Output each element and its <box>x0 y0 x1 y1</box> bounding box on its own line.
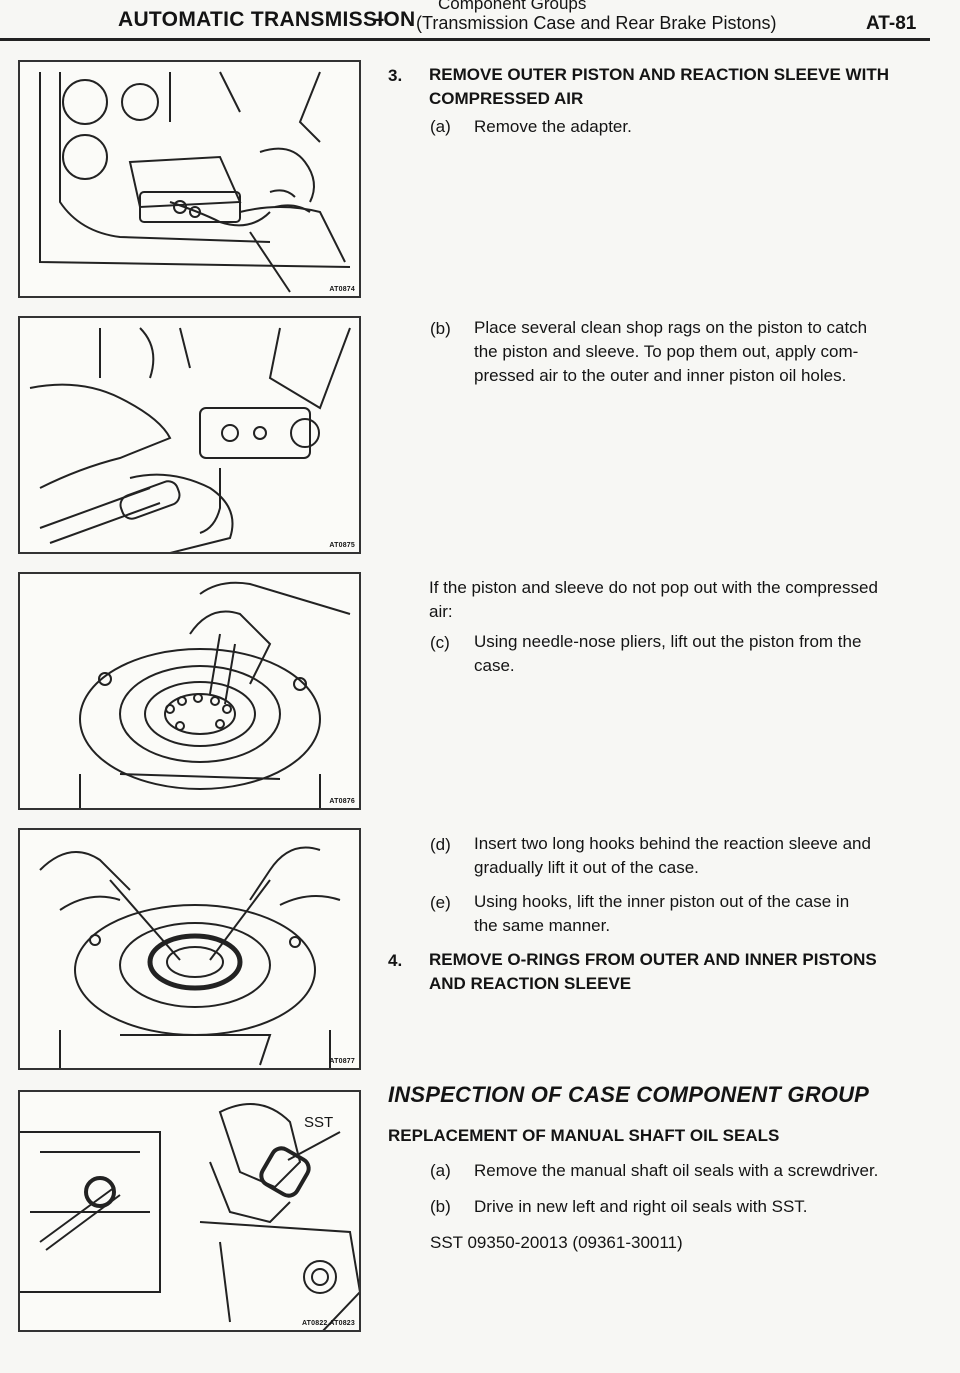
step-4-number: 4. <box>388 951 403 970</box>
step-3a-text: Remove the adapter. <box>474 117 632 136</box>
header-dash: – <box>372 6 385 31</box>
figure-code: AT0875 <box>329 542 355 549</box>
section-title: AUTOMATIC TRANSMISSION <box>118 8 416 31</box>
step-3e-label: (e) <box>430 893 451 912</box>
replacement-subheading: REPLACEMENT OF MANUAL SHAFT OIL SEALS <box>388 1126 780 1145</box>
group-title: Component Groups <box>438 0 587 13</box>
figure-code: AT0874 <box>329 286 355 293</box>
step-3e-text: Using hooks, lift the inner piston out o… <box>474 890 849 938</box>
figure-code: AT0822 AT0823 <box>301 1320 355 1327</box>
manual-shaft-seal-illustration <box>20 1103 359 1330</box>
page-number: AT-81 <box>866 13 917 34</box>
step-3d-line-1: Insert two long hooks behind the reactio… <box>474 834 871 853</box>
step-3e-line-2: the same manner. <box>474 916 611 935</box>
note-line-2: air: <box>429 602 453 621</box>
pop-out-note: If the piston and sleeve do not pop out … <box>429 576 878 624</box>
step-3-title: REMOVE OUTER PISTON AND REACTION SLEEVE … <box>429 63 889 111</box>
step-3a-label: (a) <box>430 117 451 136</box>
figure-code: AT0877 <box>329 1058 355 1065</box>
compressed-air-illustration <box>29 327 351 552</box>
step-3c-label: (c) <box>430 633 450 652</box>
step-3b-line-2: the piston and sleeve. To pop them out, … <box>474 342 859 361</box>
step-4-title: REMOVE O-RINGS FROM OUTER AND INNER PIST… <box>429 948 877 996</box>
page-header: AUTOMATIC TRANSMISSION – Component Group… <box>0 0 960 44</box>
inspection-b-label: (b) <box>430 1197 451 1216</box>
transmission-adapter-illustration <box>39 71 351 293</box>
step-3-title-line-2: COMPRESSED AIR <box>429 89 584 108</box>
step-4-title-line-2: AND REACTION SLEEVE <box>429 974 632 993</box>
note-line-1: If the piston and sleeve do not pop out … <box>429 578 878 597</box>
step-3d-line-2: gradually lift it out of the case. <box>474 858 699 877</box>
step-4-title-line-1: REMOVE O-RINGS FROM OUTER AND INNER PIST… <box>429 950 877 969</box>
needle-nose-pliers-illustration <box>79 581 351 808</box>
figure-code: AT0876 <box>329 798 355 805</box>
inspection-heading: INSPECTION OF CASE COMPONENT GROUP <box>388 1082 870 1107</box>
sst-callout: SST <box>304 1114 334 1131</box>
inspection-a-label: (a) <box>430 1161 451 1180</box>
figure-manual-shaft-seals: SST AT0822 AT0823 <box>18 1090 361 1332</box>
step-3c-line-1: Using needle-nose pliers, lift out the p… <box>474 632 862 651</box>
step-3c-text: Using needle-nose pliers, lift out the p… <box>474 630 861 678</box>
step-3-number: 3. <box>388 66 403 85</box>
figure-needle-nose-pliers: AT0876 <box>18 572 361 810</box>
step-3d-text: Insert two long hooks behind the reactio… <box>474 832 871 880</box>
step-3b-text: Place several clean shop rags on the pis… <box>474 316 867 388</box>
step-3b-line-1: Place several clean shop rags on the pis… <box>474 318 868 337</box>
figure-remove-adapter: AT0874 <box>18 60 361 298</box>
step-3b-line-3: pressed air to the outer and inner pisto… <box>474 366 847 385</box>
inspection-b-text: Drive in new left and right oil seals wi… <box>474 1197 808 1216</box>
step-3b-label: (b) <box>430 319 451 338</box>
subsection-title: (Transmission Case and Rear Brake Piston… <box>416 13 777 33</box>
header-rule <box>0 38 930 41</box>
step-3e-line-1: Using hooks, lift the inner piston out o… <box>474 892 850 911</box>
step-3c-line-2: case. <box>474 656 515 675</box>
figure-long-hooks: AT0877 <box>18 828 361 1070</box>
long-hooks-illustration <box>39 846 341 1068</box>
figure-compressed-air: AT0875 <box>18 316 361 554</box>
step-3d-label: (d) <box>430 835 451 854</box>
sst-part-number: SST 09350-20013 (09361-30011) <box>430 1233 683 1252</box>
inspection-a-text: Remove the manual shaft oil seals with a… <box>474 1161 879 1180</box>
step-3-title-line-1: REMOVE OUTER PISTON AND REACTION SLEEVE … <box>429 65 889 84</box>
